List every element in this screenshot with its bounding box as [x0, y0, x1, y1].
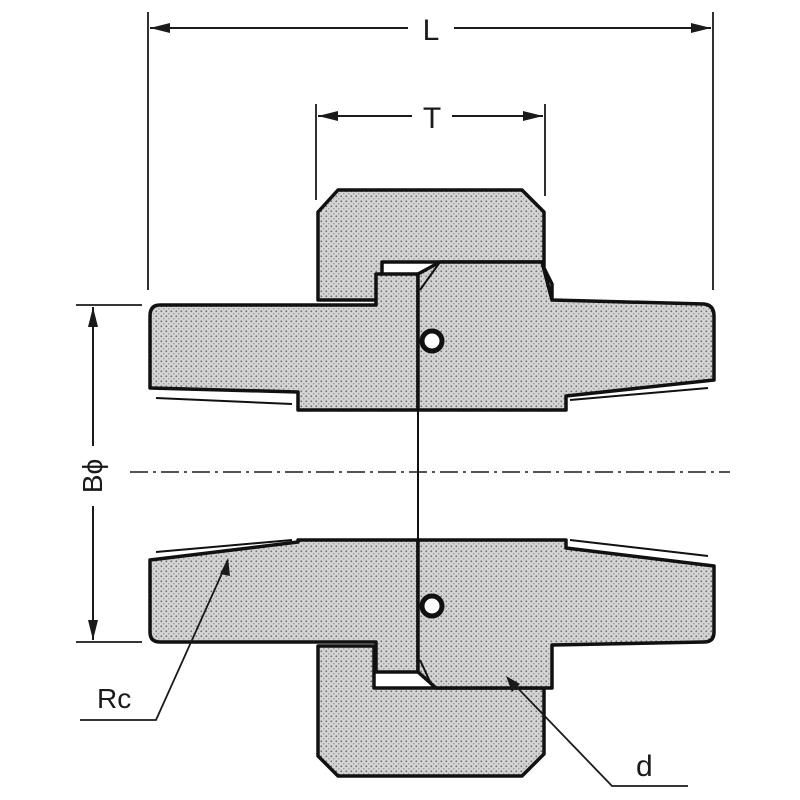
l-arrow-right — [691, 23, 711, 33]
seat-lower — [419, 659, 433, 687]
lower-union-nut — [316, 644, 546, 778]
right-body-lower — [416, 538, 716, 690]
l-label: L — [423, 14, 440, 47]
b-arrow-top — [88, 307, 98, 327]
seat-upper — [419, 261, 441, 291]
right-thread-upper — [569, 387, 709, 401]
rc-label: Rc — [97, 683, 131, 714]
d-leader-arrow — [506, 676, 520, 692]
rc-leader — [80, 559, 229, 721]
left-body-upper — [148, 272, 420, 412]
b-arrow-bottom — [88, 620, 98, 640]
left-thread-lower — [155, 539, 293, 553]
right-thread-lower — [569, 539, 709, 557]
o-ring-lower — [419, 593, 445, 619]
o-ring-upper — [419, 328, 445, 354]
rc-leader-arrow — [220, 558, 230, 576]
d-label: d — [636, 750, 653, 783]
right-body-upper — [416, 260, 716, 412]
l-arrow-left — [150, 23, 170, 33]
left-thread-upper — [155, 397, 293, 405]
t-arrow-left — [318, 111, 338, 121]
t-arrow-right — [523, 111, 543, 121]
t-label: T — [423, 102, 441, 135]
b-label: Bϕ — [77, 459, 108, 493]
left-body-lower — [148, 538, 420, 674]
d-leader — [507, 677, 688, 787]
